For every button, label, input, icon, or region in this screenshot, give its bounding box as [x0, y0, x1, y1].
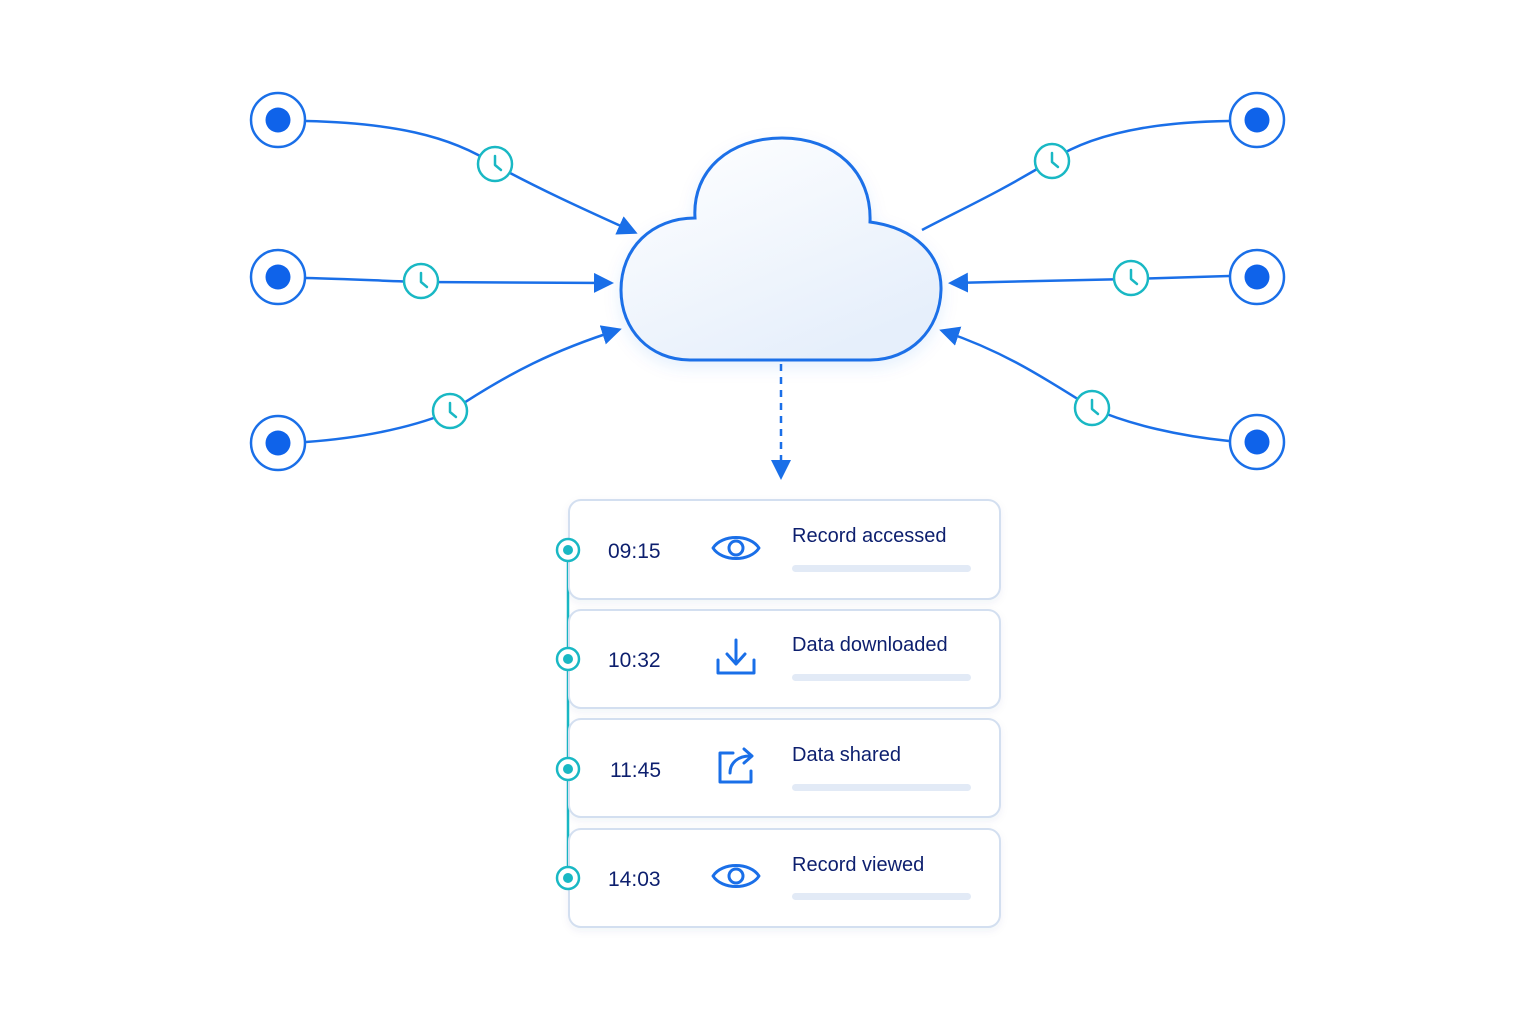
log-entry[interactable]: 11:45 Data shared [555, 718, 1001, 818]
placeholder-bar [792, 893, 971, 900]
connector-left-3 [305, 325, 622, 444]
download-icon [716, 638, 756, 675]
connector-right-1 [921, 119, 1230, 232]
log-entry[interactable]: 14:03 Record viewed [555, 828, 1001, 928]
source-node-left-3[interactable] [249, 414, 307, 472]
connector-left-1 [305, 119, 638, 235]
share-icon [718, 747, 754, 784]
source-nodes-left [249, 91, 307, 472]
placeholder-bar [792, 784, 971, 791]
clock-icon [402, 262, 440, 300]
entry-time: 10:32 [608, 649, 661, 672]
entry-label: Data shared [792, 744, 901, 766]
connector-left-2 [305, 272, 614, 293]
clock-icon [1073, 389, 1111, 427]
entry-label: Record accessed [792, 525, 947, 547]
source-node-right-2[interactable] [1228, 248, 1286, 306]
source-nodes-right [1228, 91, 1286, 471]
connector-right-2 [948, 272, 1230, 293]
entry-label: Data downloaded [792, 634, 948, 656]
source-node-left-2[interactable] [249, 248, 307, 306]
clock-icon [1033, 142, 1071, 180]
source-node-right-3[interactable] [1228, 413, 1286, 471]
entry-time: 11:45 [610, 759, 661, 782]
clock-icon [1112, 259, 1150, 297]
connectors-right [921, 119, 1230, 443]
clock-icon [431, 392, 469, 430]
cloud-icon [619, 136, 943, 362]
entry-label: Record viewed [792, 854, 924, 876]
eye-icon [711, 536, 761, 560]
log-entry[interactable]: 10:32 Data downloaded [555, 609, 1001, 709]
placeholder-bar [792, 674, 971, 681]
log-entry[interactable]: 09:15 Record accessed [555, 499, 1001, 600]
connectors-left [305, 119, 638, 444]
audit-log: 09:15 Record accessed 10:32 Data downloa… [555, 499, 1001, 928]
eye-icon [711, 864, 761, 888]
placeholder-bar [792, 565, 971, 572]
source-node-left-1[interactable] [249, 91, 307, 149]
entry-time: 14:03 [608, 868, 661, 891]
entry-time: 09:15 [608, 540, 661, 563]
clock-icon [476, 145, 514, 183]
source-node-right-1[interactable] [1228, 91, 1286, 149]
